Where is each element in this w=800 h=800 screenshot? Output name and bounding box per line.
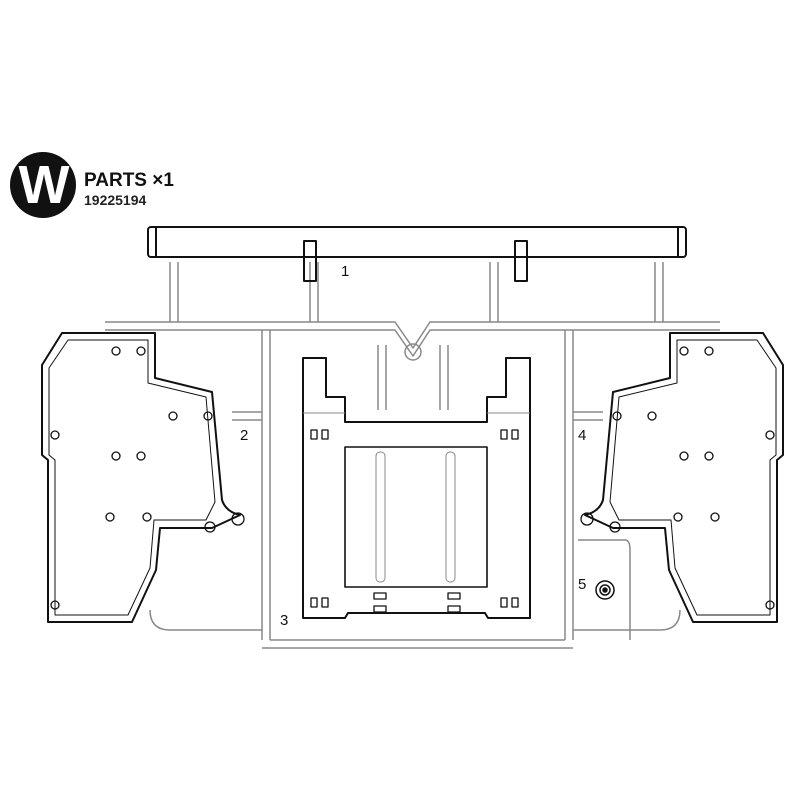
part-1-bar <box>147 226 687 282</box>
part-label-1: 1 <box>341 263 350 280</box>
part-2-left-panel <box>41 332 245 623</box>
part-4-right-panel <box>580 332 784 623</box>
part-3-center-frame <box>302 357 531 619</box>
part-5-round-piece <box>595 580 615 600</box>
part-label-5: 5 <box>578 576 587 593</box>
part-label-4: 4 <box>578 427 587 444</box>
part-label-3: 3 <box>280 612 289 629</box>
part-label-2: 2 <box>240 427 249 444</box>
parts-tree-letter-badge: W <box>10 152 76 218</box>
runner-frame <box>105 262 720 649</box>
parts-title: PARTS ×1 <box>84 170 174 191</box>
part-code: 19225194 <box>84 192 147 208</box>
